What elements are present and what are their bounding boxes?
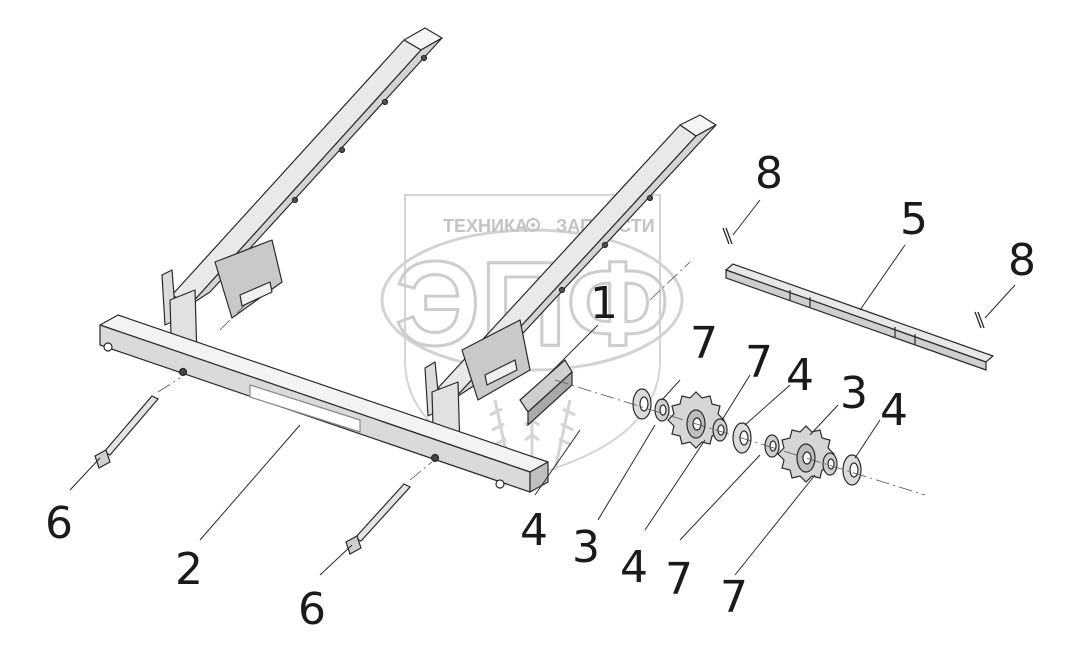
- callout-5: 5: [900, 194, 928, 245]
- shaft: [724, 263, 995, 371]
- callout-3-lower: 3: [572, 522, 600, 573]
- callout-7-a: 7: [690, 318, 718, 369]
- sprocket-1: [667, 391, 725, 449]
- callout-6-left: 6: [45, 498, 73, 549]
- bearing-2: [712, 418, 728, 442]
- callout-7-d: 7: [720, 572, 748, 623]
- callout-1: 1: [590, 278, 618, 329]
- callout-4-d: 4: [880, 385, 908, 436]
- bolt-left: [94, 395, 159, 469]
- callout-4-b: 4: [620, 542, 648, 593]
- frame-left-arm: [161, 27, 443, 369]
- washer-1: [632, 388, 652, 420]
- callouts: 1 2 3 3 4 4 4 4 5 6 6 7 7 7 7 8 8: [45, 148, 1036, 635]
- cross-beam: [99, 314, 549, 493]
- washer-3: [842, 454, 862, 486]
- callout-4-a: 4: [520, 505, 548, 556]
- callout-8-right: 8: [1008, 235, 1036, 286]
- watermark-caption-left: ТЕХНИКА: [443, 216, 528, 236]
- callout-4-c: 4: [786, 350, 814, 401]
- callout-3-upper: 3: [840, 368, 868, 419]
- leader-lines: [69, 199, 1016, 576]
- cotter-pin-left: [722, 227, 733, 245]
- bolt-right: [345, 483, 411, 555]
- callout-7-c: 7: [665, 554, 693, 605]
- cotter-pin-right: [974, 311, 985, 329]
- callout-6-bottom: 6: [298, 584, 326, 635]
- callout-2: 2: [175, 544, 203, 595]
- callout-8-left: 8: [755, 148, 783, 199]
- sprocket-2: [777, 425, 835, 483]
- callout-7-b: 7: [745, 337, 773, 388]
- gear-icon: [526, 218, 540, 232]
- bearing-4: [822, 452, 838, 476]
- center-lines: [157, 261, 926, 496]
- bearing-1: [654, 398, 670, 422]
